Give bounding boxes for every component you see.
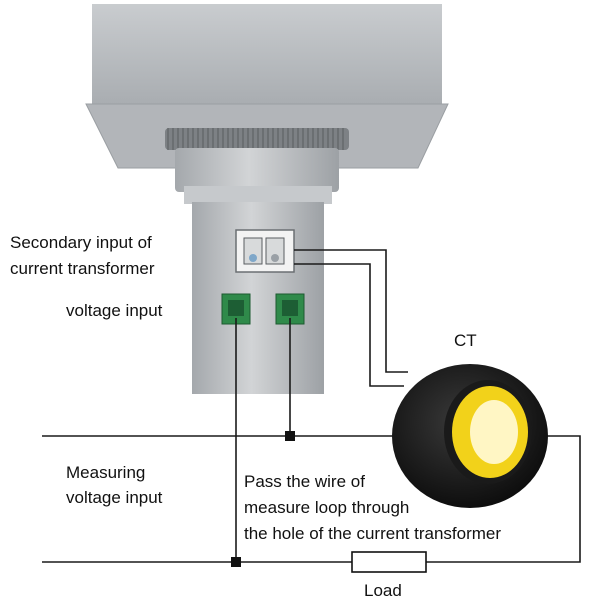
lock-ring-knurl (167, 128, 344, 150)
resistor-icon (351, 551, 427, 573)
label-measuring-line2: voltage input (66, 488, 163, 507)
wiring (42, 249, 581, 563)
ct-terminal-slot-right (265, 237, 285, 265)
label-secondary-line1: Secondary input of (10, 233, 152, 252)
label-measuring-line1: Measuring (66, 463, 146, 482)
junction-node-upper (285, 431, 295, 441)
ct-terminal-slot-left (243, 237, 263, 265)
label-pass-line3: the hole of the current transformer (244, 524, 502, 543)
label-ct: CT (454, 331, 477, 350)
meter-housing-top (92, 4, 442, 104)
meter-neck (184, 186, 332, 204)
ct-lead-1 (294, 249, 408, 373)
label-voltage-input: voltage input (66, 301, 163, 320)
label-pass-line2: measure loop through (244, 498, 410, 517)
screw-icon (271, 254, 279, 262)
label-secondary-line2: current transformer (10, 259, 155, 278)
screw-icon (249, 254, 257, 262)
voltage-terminal-right-hole (282, 300, 298, 316)
upper-main-line (42, 435, 581, 563)
ct-lead-2 (294, 263, 404, 387)
ct-hole (470, 400, 518, 464)
voltage-terminal-left-hole (228, 300, 244, 316)
ct-ring-icon (392, 364, 548, 508)
label-pass-line1: Pass the wire of (244, 472, 365, 491)
junction-node-lower (231, 557, 241, 567)
label-load: Load (364, 581, 402, 600)
meter-thread-collar (175, 148, 339, 192)
panel-meter-icon (85, 4, 449, 394)
